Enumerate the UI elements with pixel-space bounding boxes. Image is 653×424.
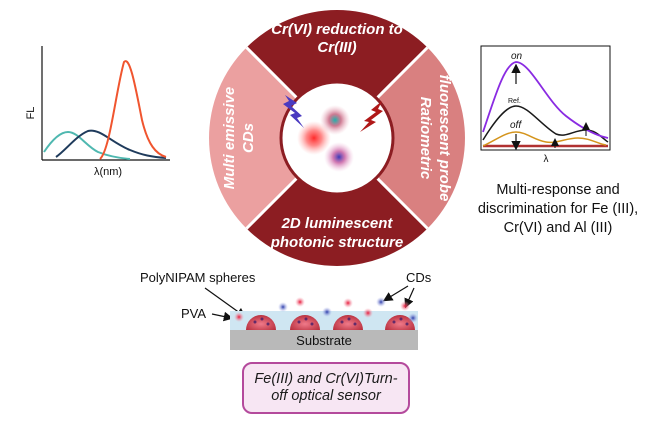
left-curve-navy [55,129,167,159]
right-plot-ref-label: Ref. [508,98,521,105]
cds-label: CDs [406,270,432,285]
cds-pointer-1 [382,285,409,302]
central-wheel: Cr(VI) reduction to Cr(III) 2D luminesce… [209,10,465,266]
right-plot-off-label: off [510,120,522,131]
wheel-bottom-line2: photonic structure [270,234,404,251]
wheel-segment-right [375,47,465,229]
wheel-top-line2: Cr(III) [317,39,356,56]
wheel-center [279,80,395,196]
left-emission-plot: FL λ(nm) [25,46,170,178]
film-cds [234,297,418,323]
wheel-right-line2: fluorescent probe [436,75,453,202]
substrate-label: Substrate [296,333,352,348]
wheel-left-line2: CDs [240,123,257,153]
right-ratiometric-plot: on Ref. off λ [480,45,611,165]
substrate-block [230,330,418,350]
wheel-bottom-line1: 2D luminescent [281,215,394,232]
lightning-blue-icon [283,95,304,128]
pva-pointer [211,311,234,322]
polynipam-spheres [246,315,415,330]
left-curve-teal [43,130,131,160]
wheel-left-line1: Multi emissive [221,87,238,190]
wheel-top-line1: Cr(VI) reduction to [271,21,403,38]
cd-red-glow [297,121,331,155]
left-plot-xlabel: λ(nm) [94,166,122,178]
right-plot-frame [480,45,611,151]
wheel-segment-top [246,10,428,100]
pva-label: PVA [181,306,206,321]
wheel-right-line1: Ratiometric [417,97,434,180]
right-plot-xlabel: λ [544,154,549,165]
right-curve-purple [482,61,609,139]
spheres-label: PolyNIPAM spheres [140,270,256,285]
sensor-box: Fe(III) and Cr(VI)Turn-off optical senso… [242,362,410,414]
film-schematic: PolyNIPAM spheres PVA CDs Substrate [140,270,432,350]
wheel-segment-left [209,47,299,229]
wheel-dividers [245,46,429,230]
right-curve-gold [482,131,607,147]
right-plot-on-label: on [511,51,523,62]
right-caption: Multi-response and discrimination for Fe… [477,182,639,236]
lightning-red-icon [360,101,383,132]
cd-blue-glow [324,142,354,172]
left-curve-orange [99,60,167,160]
right-curve-ref [482,105,609,143]
cd-teal-glow [320,105,350,135]
wheel-segment-bottom [246,176,428,266]
left-plot-ylabel: FL [25,107,37,120]
